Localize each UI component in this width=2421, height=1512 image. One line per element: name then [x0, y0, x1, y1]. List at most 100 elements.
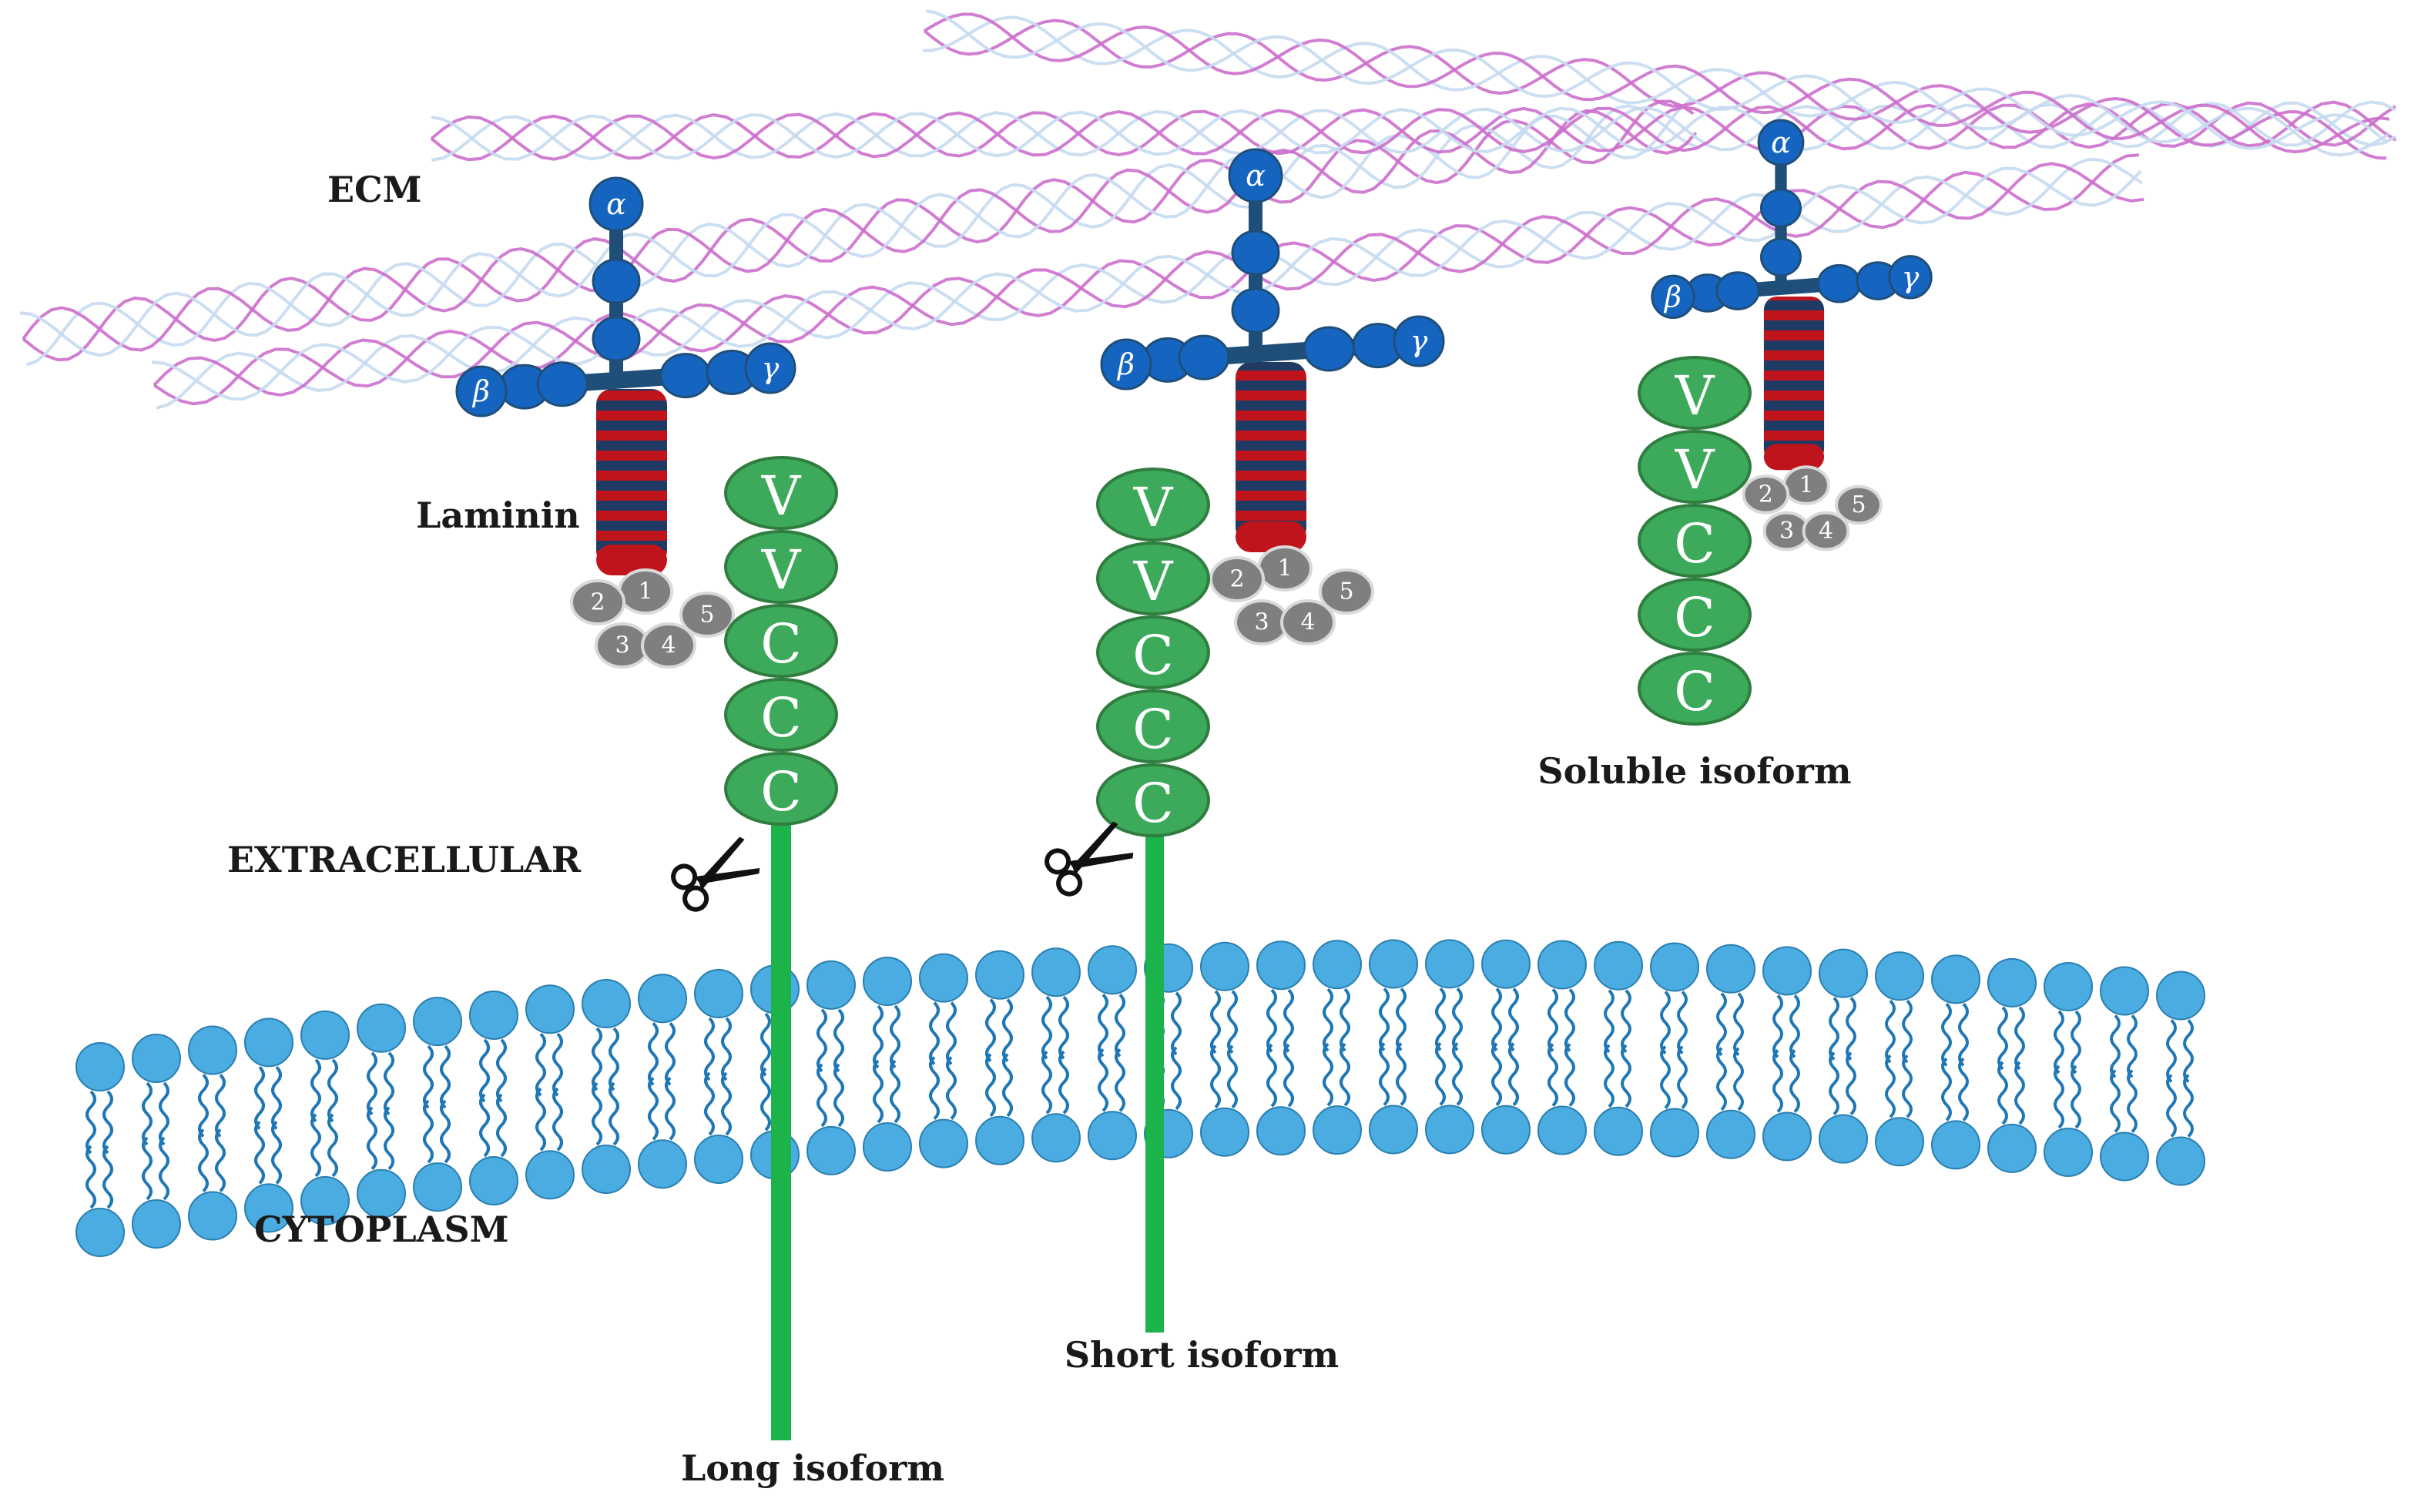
- lipid-tail: [1491, 1042, 1502, 1107]
- lipid-head: [357, 1003, 406, 1053]
- beta-symbol: β: [1116, 347, 1135, 381]
- lg-domain-number: 1: [1799, 472, 1813, 499]
- lipid-tail: [1002, 998, 1013, 1063]
- c-domain: [1096, 763, 1210, 837]
- lipid-tail: [86, 1145, 96, 1209]
- lipid-tail: [929, 1001, 940, 1066]
- lipid-head: [75, 1208, 125, 1257]
- beta-terminal: [455, 365, 508, 417]
- lipid-tail: [1902, 999, 1913, 1064]
- lipid-tail: [1564, 988, 1575, 1052]
- lipid-tail: [2127, 1069, 2138, 1133]
- lipid-head: [1369, 939, 1418, 989]
- lg-domain-number: 5: [1851, 491, 1866, 518]
- c-domain: [1096, 689, 1210, 763]
- lipid-head: [1256, 1106, 1306, 1156]
- alpha-symbol: α: [1246, 159, 1266, 193]
- laminin-label: Laminin: [416, 495, 580, 536]
- c-domain: [1638, 578, 1752, 652]
- lipid-tail: [1716, 1047, 1727, 1111]
- lipid-tail: [1733, 1047, 1744, 1111]
- ecm-fiber: [925, 9, 2389, 150]
- laminin-coiled-coil: [596, 389, 667, 566]
- v-domain: [1096, 541, 1210, 615]
- laminin-globular-domain: [1231, 287, 1280, 334]
- lg-domain: [1280, 599, 1336, 645]
- gamma-symbol: γ: [1410, 324, 1428, 358]
- lipid-tail: [704, 1071, 715, 1136]
- laminin-globular-domain: [1231, 230, 1280, 276]
- lipid-head: [1088, 1111, 1137, 1161]
- lipid-tail: [367, 1051, 377, 1116]
- lipid-tail: [1340, 1042, 1350, 1107]
- domain-letter: V: [1675, 438, 1715, 501]
- lipid-tail: [1379, 987, 1390, 1051]
- lipid-head: [1819, 1114, 1868, 1164]
- laminin-globular-domain: [1715, 271, 1760, 310]
- c-domain: [724, 678, 838, 752]
- laminin-globular-domain: [1760, 188, 1802, 228]
- lipid-tail: [102, 1145, 113, 1209]
- domain-letter: C: [1674, 586, 1715, 649]
- domain-letter: C: [1132, 698, 1174, 761]
- laminin-coiled-coil: [1236, 362, 1306, 543]
- lipid-tail: [946, 1056, 957, 1121]
- lipid-tail: [2183, 1019, 2194, 1083]
- lg-domain: [1209, 556, 1265, 602]
- c-domain: [1638, 652, 1752, 726]
- lg-domain: [570, 579, 625, 625]
- lipid-tail: [327, 1113, 338, 1178]
- lipid-tail: [704, 1017, 715, 1081]
- lipid-tail: [1772, 1049, 1783, 1113]
- lipid-tail: [1997, 1006, 2008, 1071]
- lipid-tail: [1210, 1044, 1221, 1109]
- lipid-head: [1706, 1109, 1755, 1159]
- lipid-tail: [721, 1071, 732, 1136]
- lipid-head: [1537, 1105, 1587, 1155]
- lipid-tail: [1098, 1048, 1108, 1112]
- lipid-tail: [1660, 991, 1671, 1054]
- lipid-head: [694, 969, 743, 1019]
- lipid-tail: [496, 1093, 507, 1158]
- lipid-head: [244, 1017, 293, 1068]
- gamma-terminal: [744, 342, 796, 394]
- lipid-head: [2156, 971, 2205, 1021]
- lipid-tail: [198, 1074, 209, 1138]
- lipid-tail: [1266, 1043, 1277, 1108]
- lipid-head: [2044, 961, 2093, 1011]
- lg-domain-number: 3: [1779, 518, 1794, 545]
- lg-domain-number: 5: [1339, 578, 1353, 605]
- lipid-tail: [479, 1038, 490, 1103]
- lipid-tail: [2166, 1019, 2177, 1083]
- v-domain: [1638, 356, 1752, 430]
- lipid-head: [469, 990, 518, 1040]
- lipid-tail: [102, 1090, 113, 1155]
- lipid-tail: [1508, 987, 1519, 1052]
- lipid-head: [1369, 1105, 1418, 1155]
- lipid-tail: [946, 1001, 957, 1066]
- lipid-tail: [648, 1021, 659, 1086]
- lipid-head: [1031, 1113, 1081, 1163]
- lipid-head: [300, 1010, 350, 1060]
- lipid-tail: [833, 1063, 844, 1128]
- scissors-blade: [694, 868, 760, 884]
- lipid-head: [188, 1191, 237, 1241]
- scissors-handle: [1056, 870, 1083, 897]
- lipid-tail: [2014, 1006, 2025, 1071]
- lipid-head: [919, 1118, 968, 1168]
- lipid-head: [1200, 941, 1249, 991]
- ecm-fiber: [431, 101, 2397, 162]
- lipid-tail: [1323, 987, 1333, 1052]
- laminin-globular-domain: [1303, 326, 1355, 372]
- lipid-tail: [535, 1087, 546, 1152]
- lipid-tail: [2110, 1069, 2121, 1133]
- c-domain: [724, 604, 838, 678]
- lg-domain-number: 5: [699, 602, 714, 629]
- scissors-handle: [1045, 848, 1071, 875]
- lipid-tail: [1604, 989, 1615, 1054]
- lipid-head: [806, 1125, 856, 1175]
- lipid-tail: [1041, 1050, 1052, 1115]
